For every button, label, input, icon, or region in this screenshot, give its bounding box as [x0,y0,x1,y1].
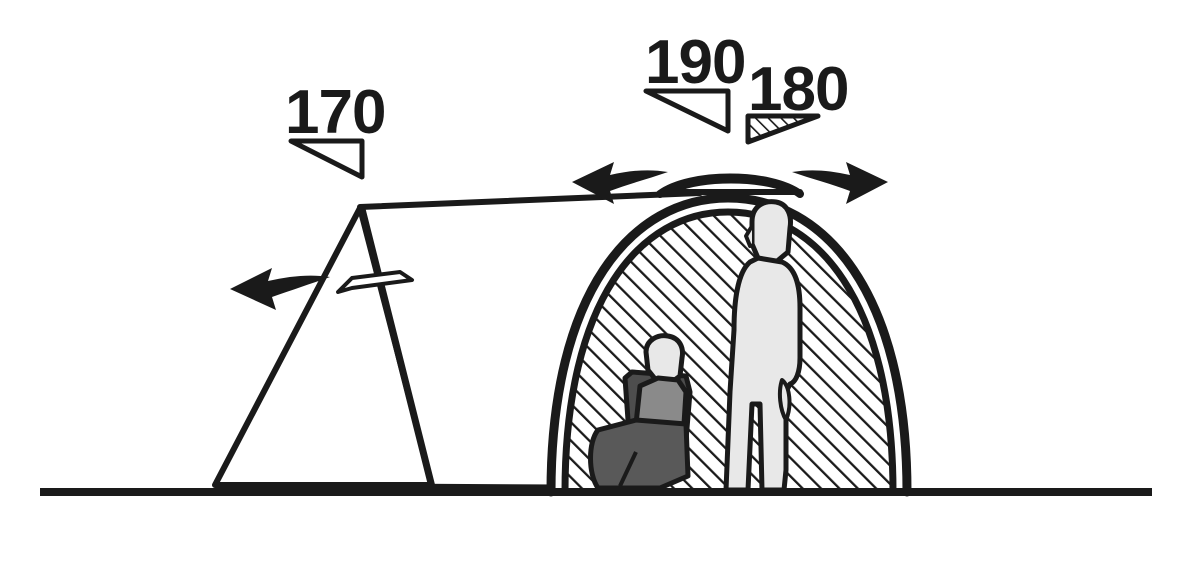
standing-person-hand [777,378,792,422]
seated-person [588,333,693,491]
seated-person-knee-line [618,451,638,487]
seated-person-torso [633,375,689,427]
measurement-180-value: 180 [748,55,848,124]
vestibule-extension-flap [336,270,414,294]
arrow-dome-left [572,162,668,204]
vestibule-pole-seam [358,205,436,491]
standing-person-body [723,255,803,493]
vestibule-floor-line [214,482,561,490]
measurement-170-triangle [288,138,365,180]
vestibule-ridge-line [357,190,703,210]
vent-cap-outer-arc [656,173,804,198]
seated-person-lower-body [588,417,691,491]
standing-person [723,199,803,493]
measurement-170-value: 170 [285,78,385,147]
vent-cap-inner-arc [673,178,789,193]
arrow-dome-left-glyph [572,162,668,204]
measurement-170: 170 [285,78,386,180]
apex-vent-cap [656,173,804,198]
arrow-dome-right [792,162,888,204]
measurement-180: 180 [745,55,849,145]
standing-person-head [749,199,793,265]
measurement-180-triangle [745,113,821,145]
measurement-190-triangle [643,88,731,134]
arrow-vestibule-left [230,268,330,310]
measurement-190: 190 [643,28,746,134]
arrow-vestibule-left-glyph [230,268,330,310]
measurement-190-value: 190 [645,28,745,97]
arrow-dome-right-glyph [792,162,888,204]
seated-person-head [643,333,685,385]
standing-person-face-profile [744,224,754,248]
